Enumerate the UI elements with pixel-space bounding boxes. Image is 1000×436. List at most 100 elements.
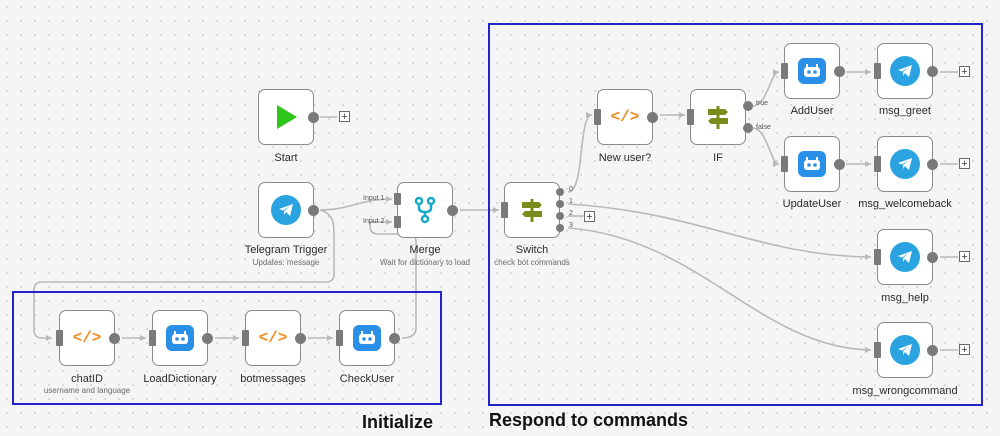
arrow-head: [773, 69, 779, 75]
switch-output-2-label: 2: [569, 210, 573, 217]
output-port[interactable]: [927, 252, 938, 263]
wire-switch-wrongcommand: [567, 227, 872, 351]
msg-help-node[interactable]: [874, 229, 938, 285]
output-port[interactable]: [927, 159, 938, 170]
code-icon: </>: [610, 108, 640, 126]
arrow-head: [140, 335, 146, 341]
start-node[interactable]: [258, 89, 319, 145]
input-port[interactable]: [149, 330, 156, 346]
input-port[interactable]: [874, 249, 881, 265]
input-port[interactable]: [781, 63, 788, 79]
telegram-trigger-subtitle: Updates: message: [252, 258, 320, 267]
input-port[interactable]: [687, 109, 694, 125]
arrow-head: [865, 347, 871, 353]
arrow-head: [233, 335, 239, 341]
telegram-icon: [271, 195, 301, 225]
signpost-icon: [522, 199, 542, 222]
telegram-icon: [890, 335, 920, 365]
botmessages-label: botmessages: [240, 373, 306, 385]
msg-greet-node[interactable]: [874, 43, 938, 99]
database-bot-icon: [798, 151, 826, 177]
check-user-label: CheckUser: [339, 373, 395, 385]
switch-output-1[interactable]: [556, 200, 564, 208]
input-port[interactable]: [874, 342, 881, 358]
wire-trigger-chatid: [33, 209, 335, 339]
if-output-true[interactable]: [743, 101, 753, 111]
merge-label: Merge: [409, 244, 441, 256]
update-user-label: UpdateUser: [782, 198, 842, 210]
merge-input-2-label: Input 2: [363, 218, 385, 225]
merge-subtitle: Wait for dictionary to load: [380, 258, 470, 267]
add-user-node[interactable]: [781, 43, 845, 99]
arrow-head: [773, 161, 779, 167]
wire-checkuser-merge: [369, 221, 417, 339]
switch-output-0[interactable]: [556, 188, 564, 196]
chat-id-label: chatID: [71, 373, 103, 385]
arrow-head: [865, 161, 871, 167]
msg-welcomeback-node[interactable]: [874, 136, 938, 192]
arrow-head: [386, 219, 392, 225]
initialize-group-frame: [12, 291, 442, 405]
output-port[interactable]: [308, 112, 319, 123]
output-port[interactable]: [389, 333, 400, 344]
telegram-icon: [890, 242, 920, 272]
switch-subtitle: check bot commands: [494, 258, 570, 267]
chat-id-subtitle: username and language: [43, 386, 131, 395]
output-port[interactable]: [109, 333, 120, 344]
chat-id-node[interactable]: </>: [56, 310, 120, 366]
arrow-head: [46, 335, 52, 341]
new-user-label: New user?: [598, 152, 652, 164]
output-port[interactable]: [308, 205, 319, 216]
arrow-head: [679, 112, 685, 118]
input-port[interactable]: [242, 330, 249, 346]
new-user-node[interactable]: </>: [594, 89, 658, 145]
input-port[interactable]: [501, 202, 508, 218]
telegram-icon: [890, 56, 920, 86]
msg-wrongcommand-label: msg_wrongcommand: [852, 385, 958, 397]
output-port[interactable]: [647, 112, 658, 123]
add-node-button[interactable]: +: [959, 158, 970, 170]
switch-node[interactable]: [501, 182, 560, 238]
input-port[interactable]: [394, 216, 401, 228]
switch-label: Switch: [515, 244, 549, 256]
input-port[interactable]: [336, 330, 343, 346]
msg-wrongcommand-node[interactable]: [874, 322, 938, 378]
add-node-button[interactable]: +: [959, 344, 970, 356]
database-bot-icon: [353, 325, 381, 351]
update-user-node[interactable]: [781, 136, 845, 192]
if-output-false[interactable]: [743, 123, 753, 133]
switch-output-3[interactable]: [556, 224, 564, 232]
output-port[interactable]: [834, 159, 845, 170]
if-node[interactable]: [687, 89, 746, 145]
input-port[interactable]: [874, 156, 881, 172]
output-port[interactable]: [447, 205, 458, 216]
switch-output-2[interactable]: [556, 212, 564, 220]
load-dictionary-node[interactable]: [149, 310, 213, 366]
output-port[interactable]: [927, 66, 938, 77]
botmessages-node[interactable]: </>: [242, 310, 306, 366]
output-port[interactable]: [927, 345, 938, 356]
input-port[interactable]: [394, 193, 401, 205]
code-icon: </>: [72, 329, 102, 347]
output-port[interactable]: [834, 66, 845, 77]
respond-region-label: Respond to commands: [489, 410, 689, 430]
merge-node[interactable]: [394, 182, 458, 238]
input-port[interactable]: [594, 109, 601, 125]
input-port[interactable]: [781, 156, 788, 172]
add-node-button[interactable]: +: [584, 211, 595, 223]
if-label: IF: [713, 152, 723, 164]
output-port[interactable]: [295, 333, 306, 344]
add-node-button[interactable]: +: [959, 251, 970, 263]
telegram-trigger-node[interactable]: [258, 182, 319, 238]
check-user-node[interactable]: [336, 310, 400, 366]
add-node-button[interactable]: +: [959, 66, 970, 78]
arrow-head: [586, 112, 592, 118]
input-port[interactable]: [56, 330, 63, 346]
input-port[interactable]: [874, 63, 881, 79]
telegram-icon: [890, 149, 920, 179]
output-port[interactable]: [202, 333, 213, 344]
arrow-head: [865, 69, 871, 75]
add-node-button[interactable]: +: [339, 111, 350, 123]
